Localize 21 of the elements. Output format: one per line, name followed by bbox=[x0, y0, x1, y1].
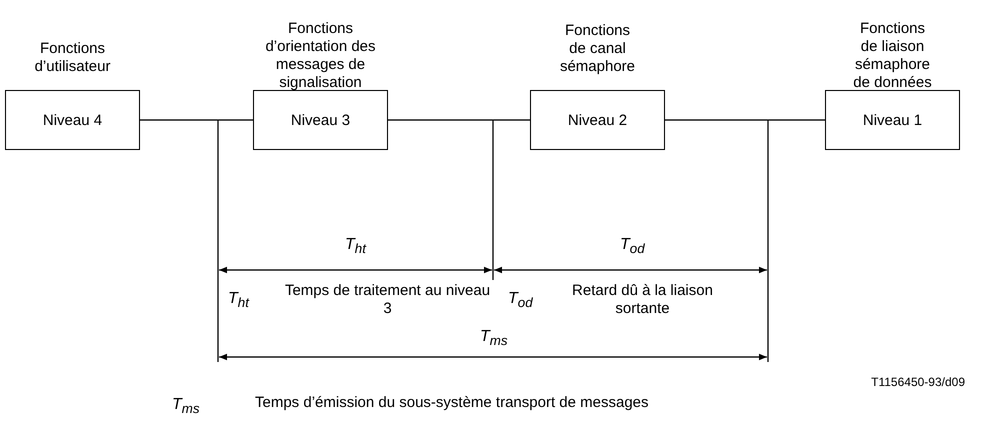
dimension-symbol: T$_{ms}$ bbox=[172, 396, 200, 418]
box-heading: Fonctions de canal sémaphore bbox=[558, 22, 636, 76]
box-heading: Fonctions d’orientation des messages de signalisation bbox=[264, 20, 377, 92]
dimension-symbol: T$_{od}$ bbox=[620, 236, 645, 258]
connector-line bbox=[665, 119, 825, 121]
process-box: Niveau 1 bbox=[825, 90, 960, 150]
dimension-symbol: T$_{ht}$ bbox=[228, 290, 249, 312]
process-box: Niveau 3 bbox=[253, 90, 388, 150]
dimension-symbol: T$_{ms}$ bbox=[480, 328, 508, 350]
box-heading: Fonctions de liaison sémaphore de données bbox=[852, 20, 933, 92]
connector-line bbox=[388, 119, 530, 121]
dimension-symbol: T$_{od}$ bbox=[508, 290, 533, 312]
process-box: Niveau 2 bbox=[530, 90, 665, 150]
symbol-description: Temps de traitement au niveau 3 bbox=[284, 282, 492, 318]
symbol-description: Temps d’émission du sous-système transport de messages bbox=[255, 394, 649, 412]
process-box: Niveau 4 bbox=[5, 90, 140, 150]
box-heading: Fonctions d’utilisateur bbox=[34, 40, 112, 76]
figure-code: T1156450-93/d09 bbox=[870, 374, 965, 391]
dimension-symbol: T$_{ht}$ bbox=[345, 236, 366, 258]
connector-line bbox=[140, 119, 253, 121]
symbol-description: Retard dû à la liaison sortante bbox=[571, 282, 714, 318]
